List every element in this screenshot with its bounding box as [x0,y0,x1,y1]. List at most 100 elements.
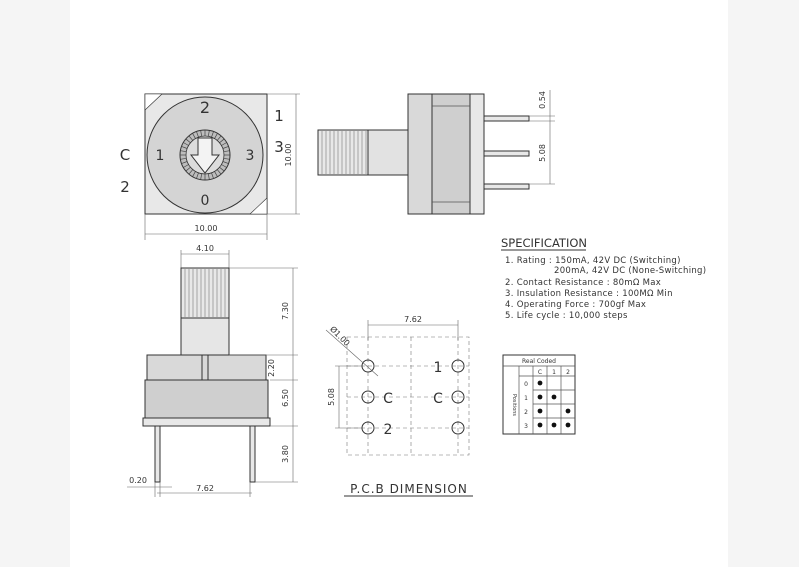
arrow-indicator-icon [189,137,221,174]
shaft-width-dimension: 4.10 [196,244,214,253]
code-col-1: 1 [552,369,556,376]
elev-base [142,417,271,427]
knurl-tooth [185,138,191,144]
knurl-tooth [192,133,196,139]
knurl-tooth [223,157,230,160]
spec-line-4: 4. Operating Force : 700gf Max [505,300,646,310]
pcb-outline [346,336,470,456]
pcb-title: P.C.B DIMENSION [350,482,468,496]
pin-label-right-bottom: 3 [274,138,284,156]
spec-line-2: 2. Contact Resistance : 80mΩ Max [505,278,661,288]
side-pin-2 [483,150,530,157]
dial-label-right: 3 [246,148,255,164]
side-body [431,93,471,215]
pin-thickness-dimension: 0.54 [538,91,547,109]
knurl-tooth [181,161,188,164]
code-dot [565,422,571,428]
pin-pitch-dimension: 5.08 [538,144,547,162]
pcb-pad-label-c-left: C [383,391,393,407]
front-view: 2 1 3 0 C 2 1 3 10.00 10.00 [120,93,300,240]
code-row-label-0: 0 [524,381,528,388]
corner-chamfer [144,93,163,111]
knurl-tooth [183,142,189,146]
pcb-width-dimension: 7.62 [404,315,422,324]
knurl-tooth [207,173,210,180]
knurl-tooth [211,172,214,179]
knurl-tooth [216,135,222,141]
side-base [469,93,485,215]
elevation-view: 4.10 7.30 2.20 6.50 3.80 0.20 7.62 [127,244,298,497]
knurl-tooth [188,169,194,175]
code-row-label-2: 2 [524,409,528,416]
pcb-pad-label-c-right: C [433,391,443,407]
knurl-tooth [214,171,218,177]
pin-width-dimension: 0.20 [129,476,147,485]
knurl-tooth [185,166,191,172]
spec-line-1b: 200mA, 42V DC (None-Switching) [554,266,706,276]
elev-body [144,379,269,419]
pcb-hole [451,390,465,404]
pin-length-dimension: 3.80 [281,445,290,463]
knurl-tooth [221,142,227,146]
pcb-layout: 1 C C 2 7.62 5.08 Ø1.00 P.C.B DIMENSION [325,315,473,497]
knurl-tooth [188,135,194,141]
shaft-knurl-lines [321,131,367,174]
code-dot [565,408,571,414]
side-pin-1 [483,115,530,122]
knurl-tooth [219,166,225,172]
front-height-dimension: 10.00 [284,144,293,167]
code-table: Real Coded C 1 2 Positions 0 1 2 3 [502,354,576,435]
pcb-pad-label-1: 1 [434,360,443,376]
shaft-knurl-lines [184,269,226,317]
code-table-title: Real Coded [522,358,556,365]
code-col-c: C [538,369,542,376]
spec-heading: SPECIFICATION [501,236,587,250]
pcb-hole-dimension: Ø1.00 [328,324,352,348]
knurl-tooth [211,131,214,138]
pcb-height-dimension: 5.08 [327,388,336,406]
side-pin-3 [483,183,530,190]
code-dot [537,408,543,414]
code-dot [537,394,543,400]
specification-block: SPECIFICATION 1. Rating : 150mA, 42V DC … [501,236,706,321]
knurl-tooth [183,164,189,168]
shaft-height-dimension: 7.30 [281,302,290,320]
code-row-label-1: 1 [524,395,528,402]
elev-collar [146,354,267,381]
knurl-tooth [207,130,210,137]
knurl-tooth [200,173,203,180]
spec-line-3: 3. Insulation Resistance : 100MΩ Min [505,289,673,299]
code-dot [537,422,543,428]
code-dot [551,394,557,400]
pin-label-left-top: C [120,146,130,164]
dial-label-top: 2 [200,98,210,117]
pcb-hole [451,359,465,373]
knurl-tooth [192,171,196,177]
pin-label-left-bottom: 2 [120,178,130,196]
code-dot [537,380,543,386]
code-dot [551,422,557,428]
spec-line-5: 5. Life cycle : 10,000 steps [505,311,628,321]
knurl-tooth [216,169,222,175]
knurl-tooth [219,138,225,144]
knurl-tooth [196,131,199,138]
elev-pin-left [154,425,161,483]
knurl-tooth [196,172,199,179]
collar-dimension: 2.20 [267,359,276,377]
elev-pin-right [249,425,256,483]
dial-label-left: 1 [156,148,165,164]
knurl-tooth [180,150,187,153]
knurl-tooth [180,157,187,160]
pin-span-dimension: 7.62 [196,484,214,493]
knurl-tooth [181,146,188,149]
knurl-tooth [222,161,229,164]
knurl-tooth [200,130,203,137]
knurl-tooth [223,150,230,153]
knurl-tooth [222,146,229,149]
code-col-2: 2 [566,369,570,376]
side-view: 0.54 5.08 [317,90,555,215]
pin-label-right-top: 1 [274,107,284,125]
code-table-frame [502,354,576,435]
knurl-tooth [214,133,218,139]
